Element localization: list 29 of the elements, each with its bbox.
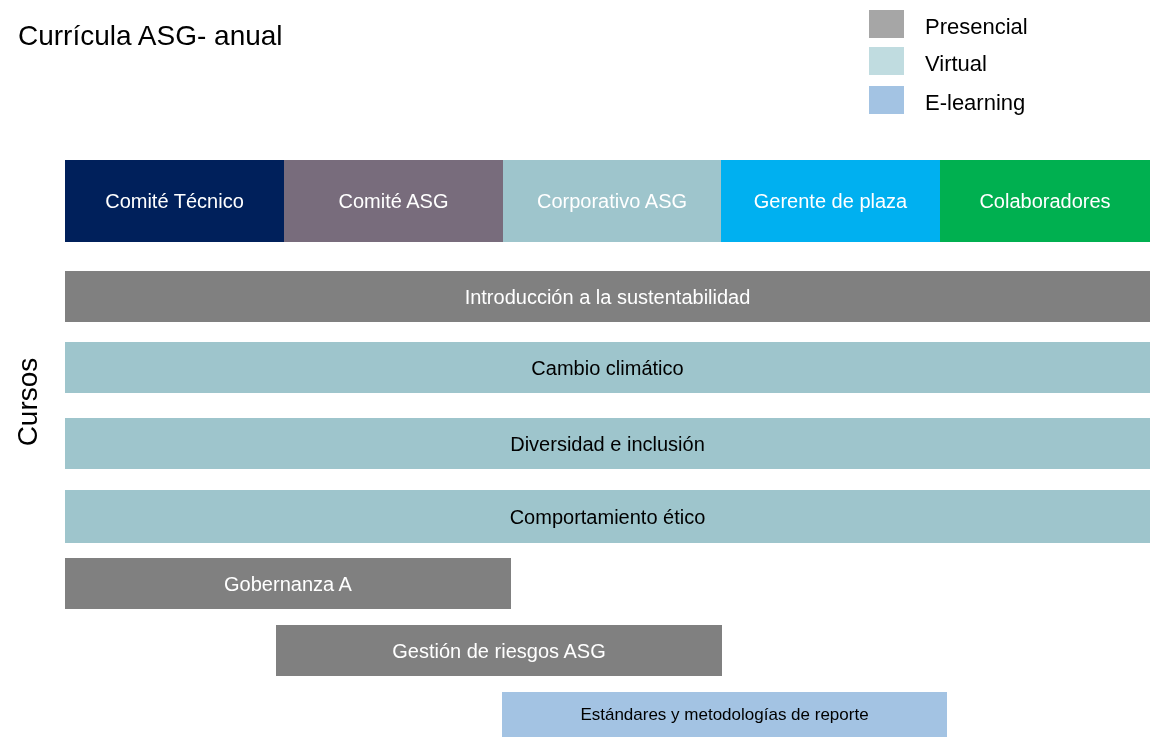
course-bar bbox=[65, 418, 1150, 469]
audience-name: Gerente de plaza bbox=[753, 189, 908, 213]
course-name: Estándares y metodologías de reporte bbox=[580, 703, 869, 726]
audience-name: Colaboradores bbox=[979, 189, 1111, 213]
course-name: Gestión de riesgos ASG bbox=[392, 638, 606, 663]
audience-header bbox=[284, 160, 503, 242]
audience-header bbox=[721, 160, 940, 242]
course-name: Diversidad e inclusión bbox=[510, 431, 705, 456]
legend-label: E-learning bbox=[925, 90, 1026, 116]
course-name: Introducción a la sustentabilidad bbox=[464, 284, 751, 309]
audience-header bbox=[65, 160, 284, 242]
course-bar bbox=[65, 342, 1150, 393]
legend-label: Presencial bbox=[925, 14, 1028, 40]
course-name: Cambio climático bbox=[531, 355, 684, 380]
audience-header bbox=[503, 160, 721, 242]
legend-label: Virtual bbox=[925, 51, 987, 77]
course-name: Comportamiento ético bbox=[509, 504, 706, 529]
course-name: Gobernanza A bbox=[224, 571, 352, 596]
audience-name: Comité ASG bbox=[338, 189, 449, 213]
axis-label: Cursos bbox=[12, 356, 44, 449]
course-bar bbox=[65, 271, 1150, 322]
course-bar bbox=[502, 692, 947, 737]
audience-header bbox=[940, 160, 1150, 242]
diagram-title: Currícula ASG- anual bbox=[18, 20, 283, 52]
audience-name: Comité Técnico bbox=[105, 189, 244, 213]
course-bar bbox=[65, 490, 1150, 543]
course-bar bbox=[276, 625, 722, 676]
audience-name: Corporativo ASG bbox=[536, 189, 688, 213]
course-bar bbox=[65, 558, 511, 609]
